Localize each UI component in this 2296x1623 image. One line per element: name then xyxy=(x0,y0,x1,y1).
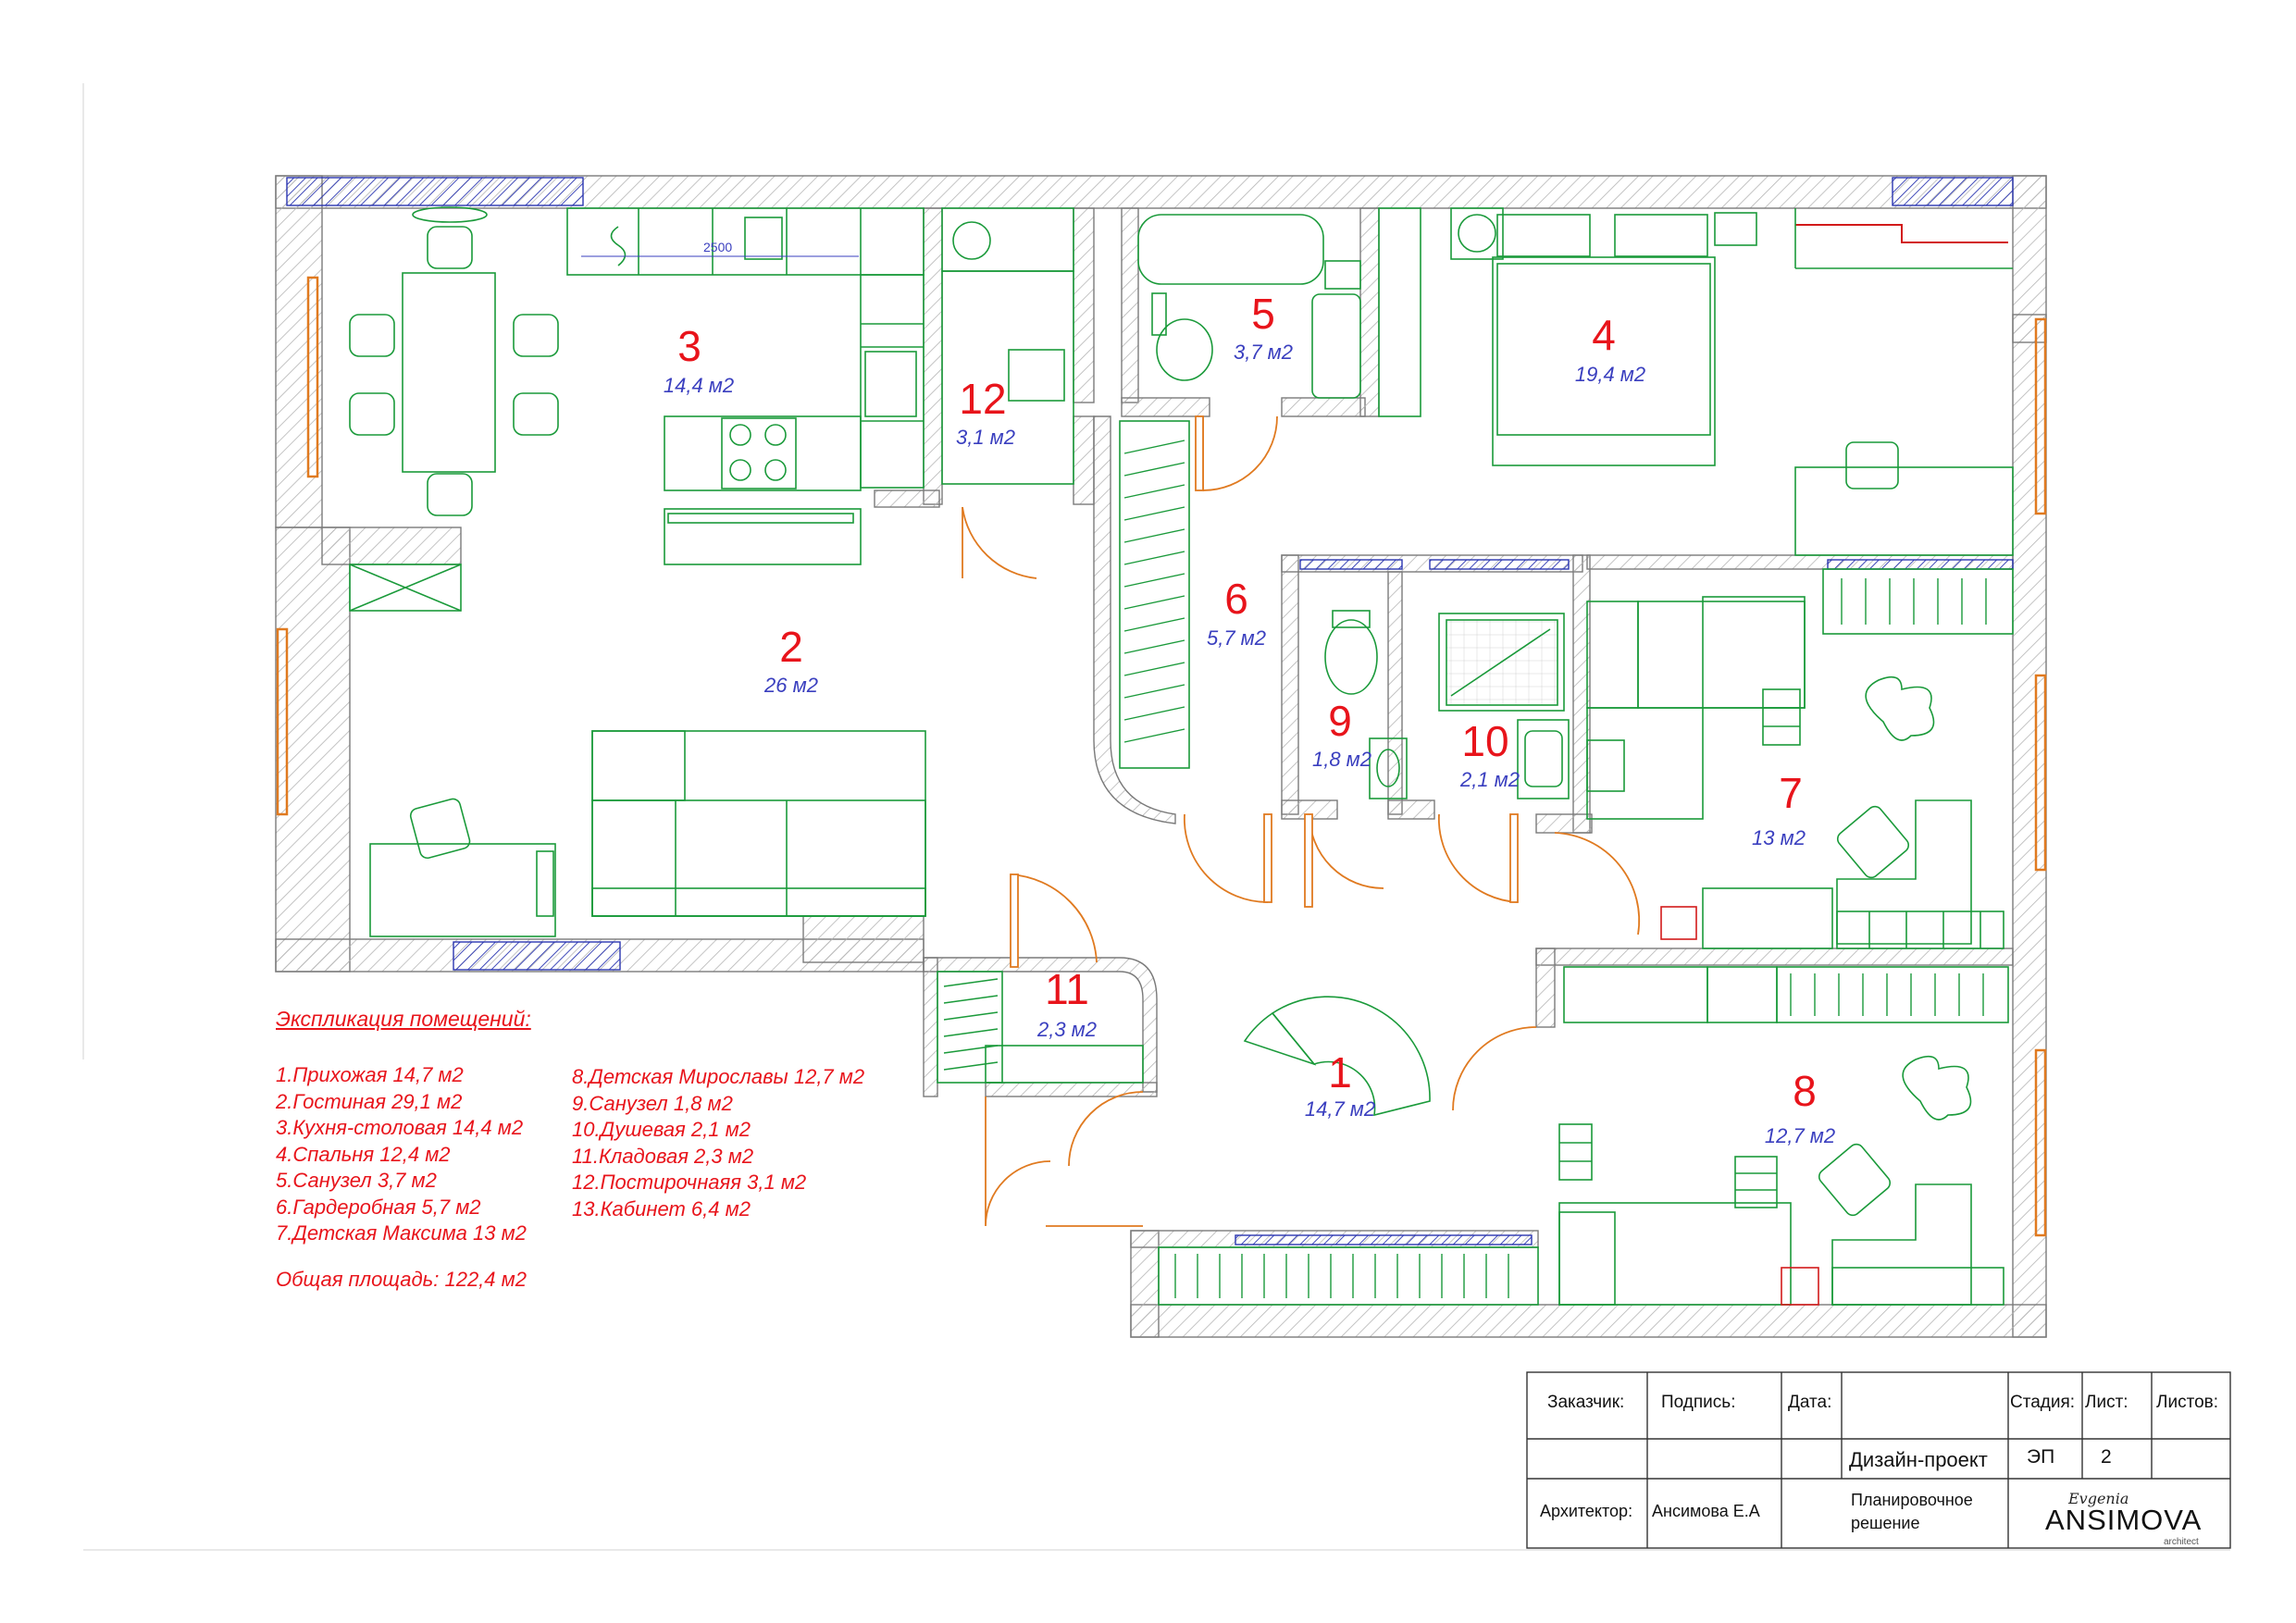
sheets-label: Листов: xyxy=(2156,1393,2219,1412)
explication-item: 9.Санузел 1,8 м2 xyxy=(572,1091,733,1115)
room-number: 6 xyxy=(1224,575,1248,623)
room-area: 1,8 м2 xyxy=(1312,748,1371,771)
shelf-slat xyxy=(1123,551,1185,565)
shelf-slat xyxy=(943,1045,999,1054)
shelf-slat xyxy=(943,1011,999,1021)
room-number: 8 xyxy=(1793,1067,1817,1115)
shelf-slats xyxy=(943,440,1987,1298)
room-area: 26 м2 xyxy=(763,674,818,697)
room-number: 10 xyxy=(1461,717,1508,765)
shelf-slat xyxy=(1123,462,1185,477)
logo-main: ANSIMOVA xyxy=(2045,1504,2203,1536)
shelf-slat xyxy=(1123,706,1185,721)
stage-label: Стадия: xyxy=(2010,1393,2076,1412)
drawing-title-line1: Планировочное xyxy=(1851,1491,1973,1509)
shelf-slat xyxy=(1123,440,1185,454)
explication-item: 2.Гостиная 29,1 м2 xyxy=(276,1089,463,1113)
title-block-grid xyxy=(1526,1371,2231,1549)
explication-total: Общая площадь: 122,4 м2 xyxy=(276,1268,527,1291)
explication-item: 11.Кладовая 2,3 м2 xyxy=(572,1144,754,1168)
logo-sub: architect xyxy=(2164,1537,2199,1547)
shelf-slat xyxy=(1123,484,1185,499)
explication-item: 4.Спальня 12,4 м2 xyxy=(276,1142,451,1166)
logo-script: Evgenia xyxy=(2068,1490,2129,1507)
kitchen-dimension: 2500 xyxy=(581,240,859,257)
windows xyxy=(286,177,2014,1245)
stage-value: ЭП xyxy=(2027,1446,2055,1468)
drawing-title-line2: решение xyxy=(1851,1514,1920,1532)
explication-col1: 1.Прихожая 14,7 м2 2.Гостиная 29,1 м2 3.… xyxy=(276,1062,527,1247)
architect-name: Ансимова Е.А xyxy=(1652,1502,1760,1520)
explication-item: 1.Прихожая 14,7 м2 xyxy=(276,1063,464,1086)
shelf-slat xyxy=(1123,617,1185,632)
room-area: 14,4 м2 xyxy=(664,374,734,397)
explication-item: 6.Гардеробная 5,7 м2 xyxy=(276,1195,481,1219)
date-label: Дата: xyxy=(1788,1393,1832,1412)
furniture xyxy=(349,206,2014,1306)
explication-item: 13.Кабинет 6,4 м2 xyxy=(572,1196,751,1220)
room-number: 2 xyxy=(779,623,803,671)
explication-item: 3.Кухня-столовая 14,4 м2 xyxy=(276,1116,524,1139)
shelf-slat xyxy=(1123,506,1185,521)
room-number: 1 xyxy=(1328,1048,1352,1096)
customer-label: Заказчик: xyxy=(1547,1393,1625,1412)
explication: Экспликация помещений: 1.Прихожая 14,7 м… xyxy=(276,1007,942,1303)
room-area: 2,3 м2 xyxy=(1036,1018,1097,1041)
title-block: Заказчик: Подпись: Дата: Стадия: Лист: Л… xyxy=(1527,1372,2230,1548)
shelf-slat xyxy=(1123,684,1185,699)
walls xyxy=(275,175,2047,1338)
explication-item: 8.Детская Мирославы 12,7 м2 xyxy=(572,1065,865,1088)
room-area: 12,7 м2 xyxy=(1765,1124,1835,1147)
signature-label: Подпись: xyxy=(1661,1393,1736,1412)
shelf-slat xyxy=(1123,573,1185,588)
dimension-text: 2500 xyxy=(703,240,732,254)
room-number: 4 xyxy=(1592,311,1616,359)
room-area: 3,1 м2 xyxy=(956,426,1015,449)
shelf-slat xyxy=(943,1061,999,1071)
room-number: 12 xyxy=(959,375,1006,423)
room-number: 5 xyxy=(1251,290,1275,338)
shelf-slat xyxy=(1123,728,1185,743)
explication-item: 7.Детская Максима 13 м2 xyxy=(276,1221,527,1245)
room-number: 7 xyxy=(1779,769,1803,817)
room-labels: 1 14,7 м2 2 26 м2 3 14,4 м2 4 19,4 м2 5 … xyxy=(664,290,1835,1147)
shelf-slat xyxy=(943,1028,999,1037)
project-type: Дизайн-проект xyxy=(1849,1448,1988,1471)
room-number: 3 xyxy=(677,322,701,370)
explication-item: 10.Душевая 2,1 м2 xyxy=(572,1118,751,1141)
room-area: 19,4 м2 xyxy=(1575,363,1645,386)
explication-col2: 8.Детская Мирославы 12,7 м2 9.Санузел 1,… xyxy=(572,1064,864,1222)
sheet-value: 2 xyxy=(2101,1446,2112,1468)
sheet-label: Лист: xyxy=(2085,1393,2128,1412)
architect-label: Архитектор: xyxy=(1540,1502,1633,1520)
room-number: 9 xyxy=(1328,697,1352,745)
shelf-slat xyxy=(1123,662,1185,676)
window-frames xyxy=(276,276,2047,1237)
doors xyxy=(962,415,1641,1227)
room-area: 14,7 м2 xyxy=(1305,1097,1375,1121)
room-area: 13 м2 xyxy=(1752,826,1806,849)
shelf-slat xyxy=(943,978,999,987)
room-area: 5,7 м2 xyxy=(1207,626,1266,650)
shelf-slat xyxy=(943,995,999,1004)
explication-item: 12.Постирочнаяя 3,1 м2 xyxy=(572,1171,807,1194)
shelf-slat xyxy=(1123,528,1185,543)
explication-item: 5.Санузел 3,7 м2 xyxy=(276,1169,437,1192)
shelf-slat xyxy=(1123,595,1185,610)
room-area: 3,7 м2 xyxy=(1234,341,1293,364)
explication-title: Экспликация помещений: xyxy=(276,1007,531,1031)
shelf-slat xyxy=(1123,639,1185,654)
room-number: 11 xyxy=(1045,965,1089,1013)
room-area: 2,1 м2 xyxy=(1459,768,1520,791)
